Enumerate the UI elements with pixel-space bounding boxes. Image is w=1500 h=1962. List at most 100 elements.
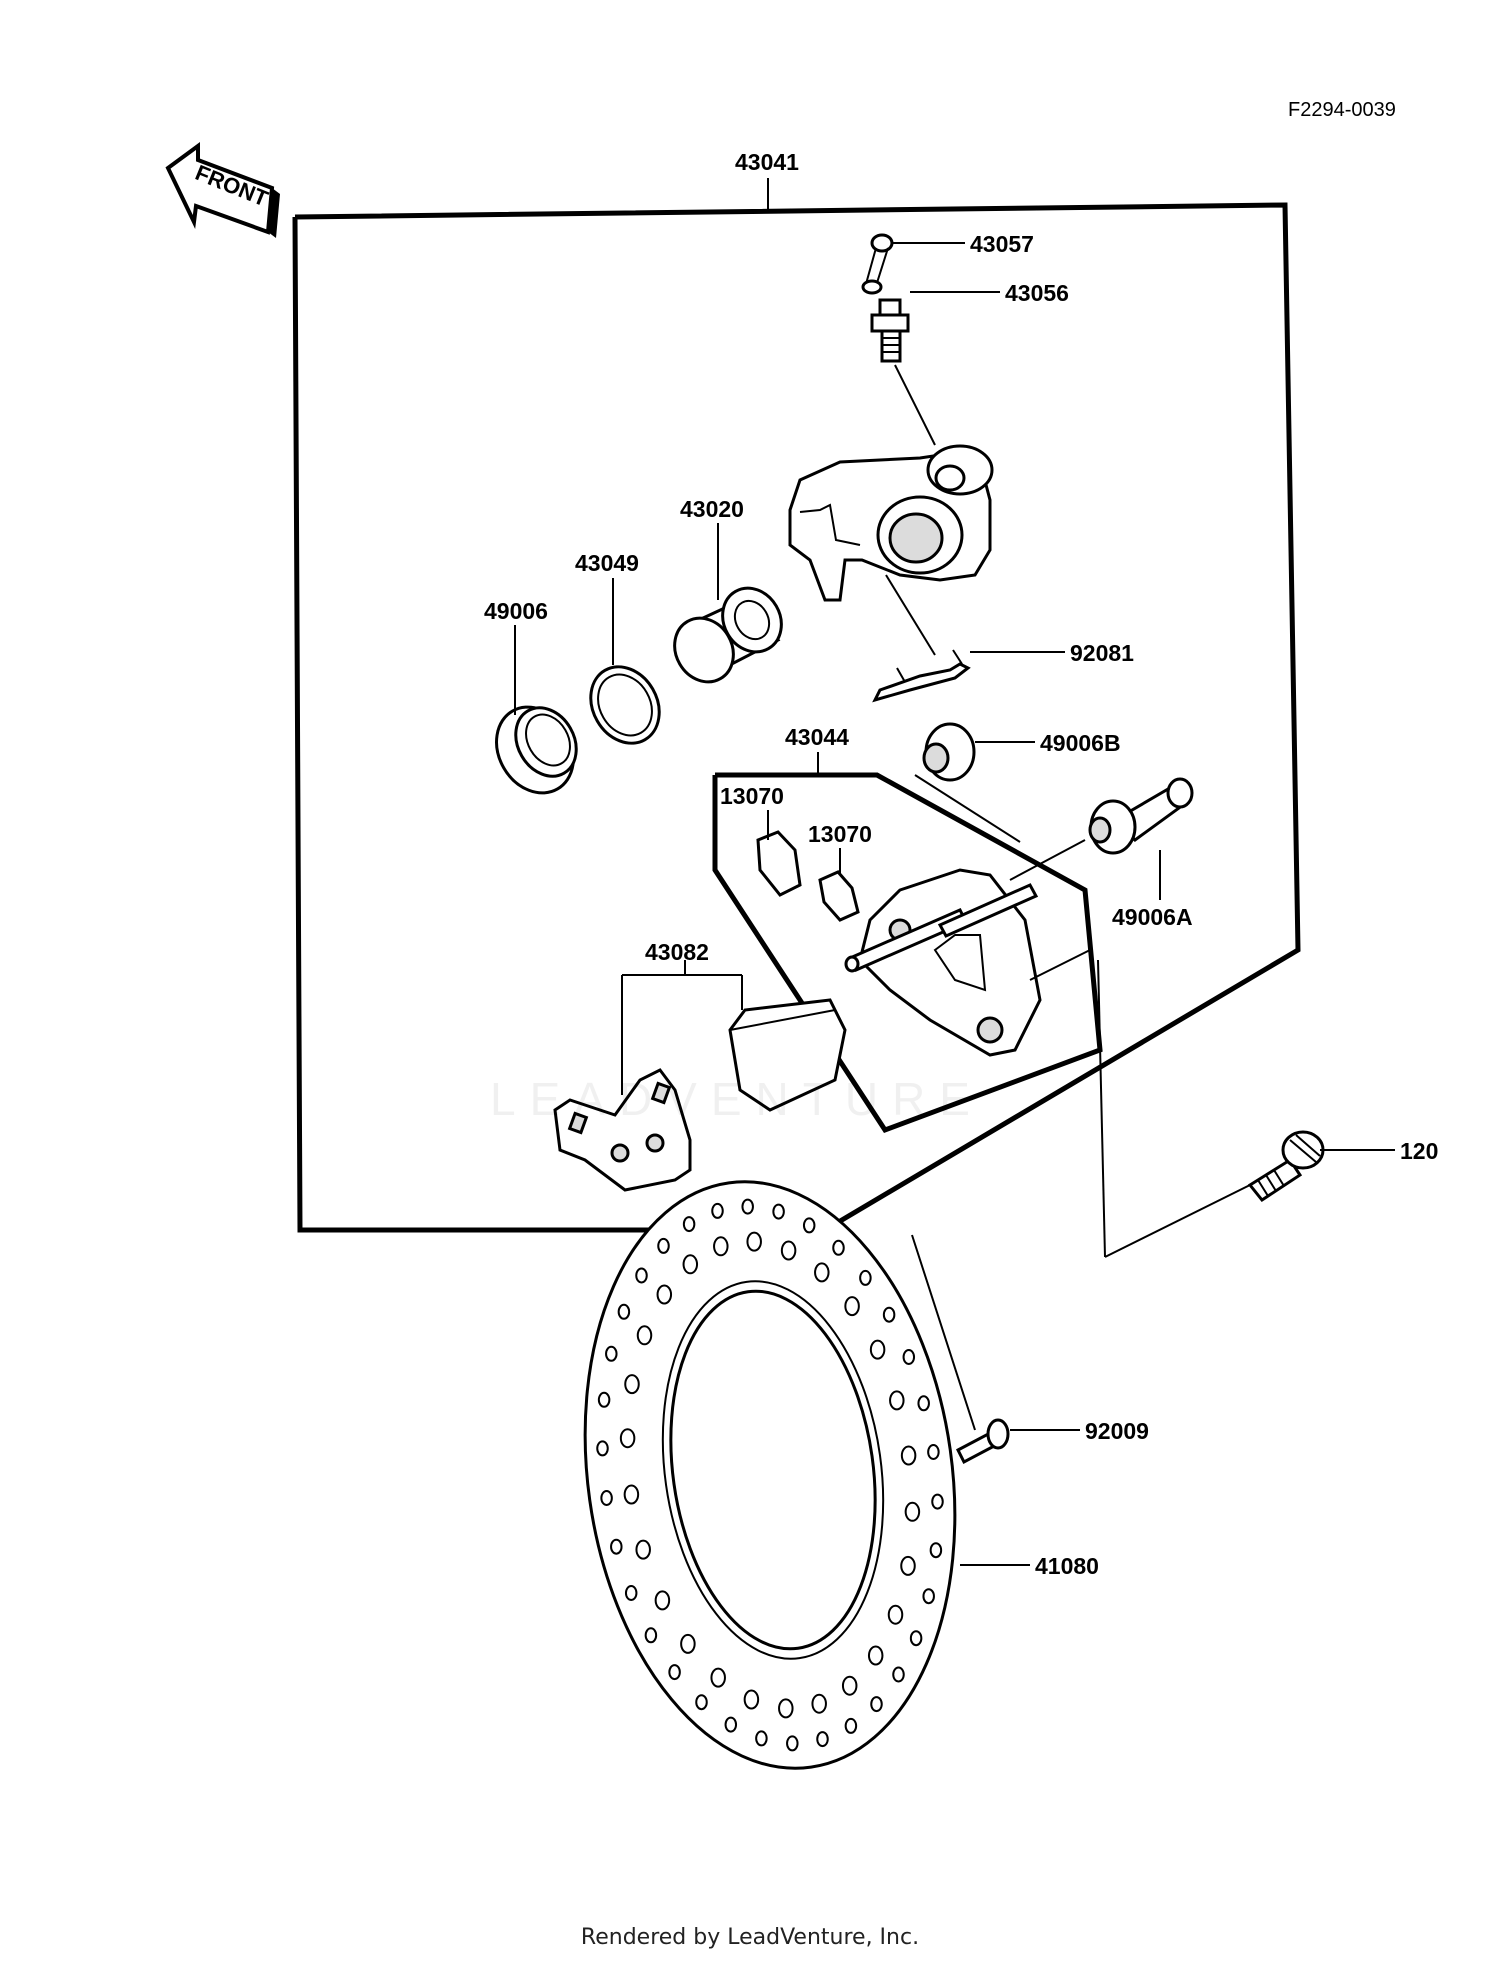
- disc-hole: [682, 1254, 699, 1275]
- label-49006B: 49006B: [1040, 730, 1121, 756]
- disc-hole: [814, 1262, 830, 1283]
- disc-hole: [724, 1716, 738, 1733]
- label-92009: 92009: [1085, 1418, 1149, 1444]
- disc-hole: [656, 1284, 673, 1305]
- disc-hole: [624, 1585, 638, 1601]
- disc-hole: [600, 1490, 613, 1506]
- disc-hole: [746, 1231, 762, 1252]
- pad-clip-a-part: [756, 810, 802, 897]
- disc-hole: [682, 1216, 696, 1233]
- pad-clip-b-part: [818, 848, 860, 922]
- pad-leader-lines: [621, 960, 743, 1095]
- label-13070-a: 13070: [720, 783, 784, 809]
- disc-hole: [657, 1237, 670, 1254]
- bleeder-valve-part: [870, 291, 1000, 446]
- disc-holes: [596, 1198, 944, 1752]
- disc-hole: [811, 1693, 827, 1714]
- disc-hole: [597, 1391, 611, 1408]
- label-43056: 43056: [1005, 280, 1069, 306]
- disc-hole: [623, 1484, 640, 1505]
- label-43044: 43044: [785, 724, 849, 750]
- disc-screw-part: [956, 1418, 1080, 1465]
- watermark: LEADVENTURE: [490, 1073, 984, 1125]
- disc-hole: [636, 1325, 653, 1346]
- disc-hole: [909, 1630, 923, 1647]
- piston-part: [673, 523, 783, 684]
- disc-hole: [802, 1217, 816, 1234]
- piston-seal-part: [589, 578, 661, 745]
- label-49006A: 49006A: [1112, 904, 1193, 930]
- disc-hole: [741, 1198, 754, 1215]
- label-43020: 43020: [680, 496, 744, 522]
- disc-hole: [887, 1604, 904, 1625]
- disc-hole: [931, 1493, 944, 1510]
- disc-hole: [844, 1717, 858, 1734]
- pad-spring-part: [872, 649, 1065, 703]
- disc-hole: [900, 1555, 916, 1576]
- label-92081: 92081: [1070, 640, 1134, 666]
- label-49006: 49006: [484, 598, 548, 624]
- disc-hole: [922, 1588, 935, 1605]
- disc-hole: [778, 1698, 794, 1719]
- disc-hole: [635, 1539, 651, 1560]
- caliper-body-part: [788, 444, 994, 656]
- disc-hole: [596, 1440, 609, 1457]
- disc-hole: [859, 1269, 872, 1286]
- disc-hole: [680, 1633, 696, 1654]
- disc-hole: [832, 1239, 845, 1256]
- bleeder-cap-part: [861, 233, 965, 295]
- brake-pad-rear-part: [553, 1068, 692, 1192]
- brake-pad-front-part: [728, 998, 847, 1112]
- bushing-b-part: [914, 722, 1035, 843]
- label-43049: 43049: [575, 550, 639, 576]
- disc-hole: [900, 1445, 917, 1466]
- disc-hole: [617, 1303, 631, 1320]
- figure-code: F2294-0039: [1288, 99, 1396, 121]
- disc-hole: [904, 1501, 921, 1522]
- label-41080: 41080: [1035, 1553, 1099, 1579]
- disc-hole: [711, 1202, 724, 1219]
- disc-hole: [889, 1390, 905, 1411]
- disc-hole: [710, 1667, 726, 1688]
- disc-hole: [610, 1538, 623, 1555]
- front-arrow-icon: FRONT: [165, 142, 280, 238]
- bushing-a-part: [1009, 777, 1194, 900]
- disc-hole: [772, 1203, 785, 1220]
- caliper-bracket-part: [844, 868, 1091, 1057]
- disc-hole: [902, 1349, 916, 1365]
- disc-hole: [619, 1428, 636, 1449]
- disc-hole: [844, 1296, 860, 1317]
- disc-hole: [668, 1664, 681, 1681]
- disc-hole: [929, 1542, 943, 1559]
- disc-hole: [644, 1627, 658, 1644]
- label-43041: 43041: [735, 149, 799, 175]
- disc-hole: [882, 1306, 896, 1323]
- label-13070-b: 13070: [808, 821, 872, 847]
- disc-hole: [695, 1694, 708, 1711]
- dust-seal-part: [495, 625, 578, 795]
- disc-hole: [743, 1689, 760, 1710]
- disc-hole: [927, 1444, 940, 1460]
- label-43082: 43082: [645, 939, 709, 965]
- caliper-bolt-part: [1097, 959, 1395, 1258]
- disc-hole: [870, 1696, 883, 1713]
- disc-hole: [892, 1666, 905, 1683]
- disc-hole: [713, 1236, 729, 1257]
- label-43057: 43057: [970, 231, 1034, 257]
- disc-hole: [816, 1731, 829, 1748]
- disc-hole: [841, 1675, 858, 1696]
- label-120: 120: [1400, 1138, 1438, 1164]
- disc-hole: [605, 1345, 618, 1362]
- disc-hole: [624, 1374, 640, 1395]
- caliper-assembly-frame: [292, 178, 1301, 1233]
- disc-hole: [786, 1735, 799, 1752]
- disc-hole: [755, 1730, 768, 1747]
- disc-hole: [867, 1645, 884, 1666]
- disc-hole: [780, 1240, 797, 1261]
- disc-hole: [917, 1395, 930, 1412]
- brake-disc-part: [583, 1180, 976, 1770]
- disc-hole: [654, 1590, 671, 1611]
- disc-hole: [635, 1267, 648, 1284]
- footer-credit: Rendered by LeadVenture, Inc.: [580, 1925, 920, 1950]
